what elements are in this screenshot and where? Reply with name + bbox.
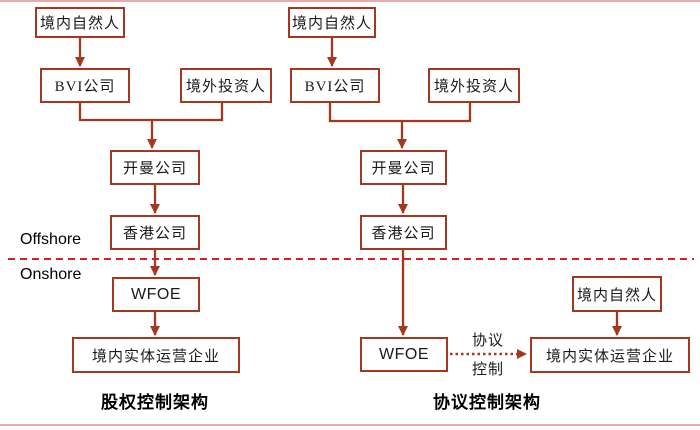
right-structure-connectors — [327, 38, 622, 359]
node-l-domestic-person: 境内自然人 — [35, 7, 125, 38]
node-l-hongkong-company: 香港公司 — [110, 215, 200, 250]
node-r-hongkong-company: 香港公司 — [360, 215, 447, 250]
top-frame-line — [0, 0, 700, 2]
merge-l-bvi-foreign — [78, 103, 224, 122]
offshore-label: Offshore — [20, 231, 82, 248]
node-l-bvi-company: BVI公司 — [40, 68, 130, 103]
node-l-wfoe: WFOE — [112, 277, 200, 312]
node-l-cayman-company: 开曼公司 — [110, 150, 200, 185]
node-r-domestic-person-2: 境内自然人 — [572, 276, 662, 312]
left-structure-connectors — [75, 38, 224, 336]
node-r-domestic-person: 境内自然人 — [288, 7, 376, 38]
caption-agreement-control-structure: 协议控制架构 — [433, 393, 541, 412]
agreement-edge-label-line2: 控制 — [471, 362, 504, 378]
node-r-wfoe: WFOE — [360, 337, 448, 372]
node-r-bvi-company: BVI公司 — [290, 68, 380, 103]
merge-r-bvi-foreign — [328, 103, 472, 123]
agreement-edge-label-line1: 协议 — [471, 333, 504, 349]
node-r-operating-company: 境内实体运营企业 — [530, 337, 690, 373]
node-r-foreign-investor: 境外投资人 — [428, 68, 520, 103]
onshore-label: Onshore — [20, 266, 82, 283]
node-r-cayman-company: 开曼公司 — [360, 150, 447, 185]
node-l-foreign-investor: 境外投资人 — [180, 68, 272, 103]
node-l-operating-company: 境内实体运营企业 — [72, 337, 240, 373]
caption-equity-control-structure: 股权控制架构 — [101, 393, 209, 412]
bottom-frame-line — [0, 424, 700, 426]
